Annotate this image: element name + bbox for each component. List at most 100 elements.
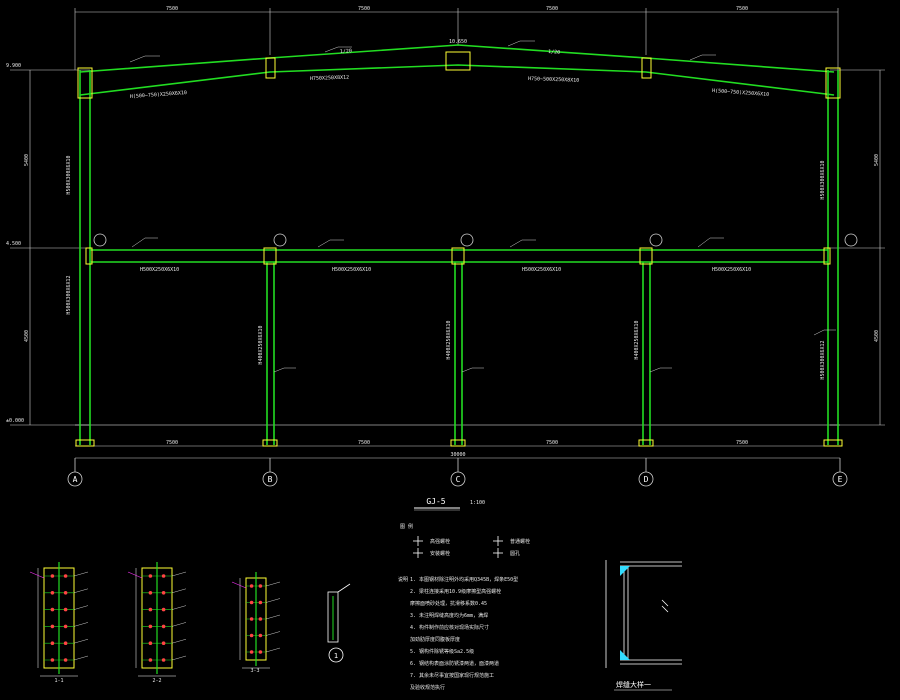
section-2-leader (171, 655, 187, 661)
top-dim-3: 7500 (546, 6, 558, 12)
drawing-title-block: GJ-5 1:100 (414, 497, 485, 511)
section-3-leader (265, 598, 281, 603)
section-2-weld-leader (127, 571, 143, 579)
dimension-texts: 7500 7500 7500 7500 7500 7500 7500 7500 … (6, 6, 880, 458)
note-line-4: 3. 未注明焊缝高度均为6mm，满焊 (410, 612, 488, 619)
callout-number: 1 (334, 652, 338, 660)
section-label-3: 3-3 (250, 668, 259, 674)
section-2-leader (171, 605, 187, 610)
section-1-leader (73, 622, 89, 627)
section-3-bolt (249, 633, 254, 638)
section-3-bolt (258, 650, 263, 654)
edge-col-upper-left: H500X300X6X10 (66, 155, 72, 194)
edge-col-lower-right: H500X300X6X12 (820, 340, 826, 379)
notes: 说明 1. 本图钢材除注明外均采用Q345B，焊条E50型 2. 梁柱连接采用1… (398, 576, 518, 691)
grid-label-c: C (456, 475, 461, 484)
rafter-label-4: H(500~750)X250X6X10 (712, 88, 769, 98)
section-1-bolt (50, 591, 55, 595)
weld-detail: 焊缝大样一 (605, 560, 682, 691)
section-3-leader (265, 581, 281, 587)
section-1-weld-leader (29, 571, 45, 579)
section-3-bolt (258, 600, 263, 605)
section-1-leader (73, 605, 89, 610)
section-3-bolt (249, 600, 254, 605)
section-1-bolt (63, 641, 68, 645)
section-3-weld-leader (231, 581, 247, 589)
section-3-leader (265, 647, 281, 653)
frame-members (79, 44, 839, 445)
section-3-bolt (258, 633, 263, 638)
upper-height-dim-right: 5400 (874, 154, 880, 166)
section-2-bolt (148, 574, 153, 578)
rafter-label-2: H750X250X8X12 (310, 75, 349, 82)
legend: 图 例 高强螺栓 安装螺栓 普通螺栓 圆孔 (400, 523, 530, 558)
section-1-bolt (50, 607, 55, 612)
section-1-bolt (63, 658, 68, 662)
note-line-1: 1. 本图钢材除注明外均采用Q345B，焊条E50型 (410, 576, 518, 583)
interior-col-c: H400X250X6X10 (446, 320, 452, 359)
edge-col-upper-right: H500X300X6X10 (820, 160, 826, 199)
section-label-1: 1-1 (54, 678, 63, 684)
section-3-leader (265, 614, 281, 620)
section-1-bolt (63, 591, 68, 595)
grid-label-a: A (73, 475, 78, 484)
legend-item-1: 高强螺栓 (430, 538, 450, 545)
interior-col-d: H400X250X6X10 (634, 320, 640, 359)
section-2-leader (171, 639, 187, 644)
section-2-leader (171, 571, 187, 577)
section-1-bolt (50, 658, 55, 662)
notes-title: 说明 (398, 576, 408, 583)
section-3-bolt (249, 617, 254, 621)
section-1-leader (73, 588, 89, 593)
connection-plates (75, 51, 843, 447)
top-dim-1: 7500 (166, 6, 178, 12)
grid-axis-labels: A B C D E (73, 475, 843, 484)
beam-label-4: H500X250X6X10 (712, 267, 751, 273)
note-line-5: 4. 构件制作前应核对现场实际尺寸 (410, 624, 489, 631)
lower-height-dim-left: 4500 (24, 330, 30, 342)
beam-label-1: H500X250X6X10 (140, 267, 179, 273)
note-line-9: 7. 其余未尽事宜按国家现行规范施工 (410, 672, 494, 679)
section-3-bolt (258, 617, 263, 621)
section-1-leader (73, 571, 89, 577)
section-2-bolt (148, 641, 153, 645)
section-2-bolt (161, 574, 166, 578)
bay-dim-2: 7500 (358, 440, 370, 446)
section-2-bolt (148, 624, 153, 629)
grid-label-e: E (838, 475, 843, 484)
legend-item-4: 圆孔 (510, 550, 520, 557)
beam-label-3: H500X250X6X10 (522, 267, 561, 273)
section-1-leader (73, 655, 89, 661)
grid-label-b: B (268, 475, 273, 484)
section-3-leader (265, 631, 281, 636)
drawing-scale: 1:100 (470, 500, 485, 506)
legend-item-2: 安装螺栓 (430, 550, 450, 557)
note-line-8: 6. 钢结构表面涂防锈漆两道，面漆两道 (410, 660, 499, 667)
grid-axes (67, 233, 858, 487)
section-label-2: 2-2 (152, 678, 161, 684)
section-labels: 1-1 2-2 3-3 (54, 668, 259, 684)
section-2-bolt (161, 607, 166, 612)
note-line-3: 摩擦面喷砂处理，抗滑移系数0.45 (410, 600, 487, 607)
upper-height-dim-left: 5400 (24, 154, 30, 166)
member-labels: H(500~750)X250X6X10 H750X250X8X12 H750~5… (66, 48, 826, 379)
section-details (29, 562, 281, 677)
section-1-bolt (50, 641, 55, 645)
rafter-label-3: H750~500X250X8X10 (528, 76, 579, 84)
section-2-leader (171, 588, 187, 593)
section-3-bolt (249, 584, 254, 588)
top-dim-2: 7500 (358, 6, 370, 12)
bay-dim-1: 7500 (166, 440, 178, 446)
note-line-2: 2. 梁柱连接采用10.9级摩擦型高强螺栓 (410, 588, 501, 595)
leader-flags (129, 40, 836, 373)
section-1-bolt (63, 574, 68, 578)
section-2-bolt (161, 624, 166, 629)
legend-title: 图 例 (400, 523, 413, 530)
weld-detail-title: 焊缝大样一 (616, 680, 651, 689)
section-1-bolt (50, 574, 55, 578)
legend-item-3: 普通螺栓 (510, 538, 530, 545)
section-1-bolt (63, 624, 68, 629)
top-dim-4: 7500 (736, 6, 748, 12)
callout-detail: 1 (327, 583, 351, 663)
